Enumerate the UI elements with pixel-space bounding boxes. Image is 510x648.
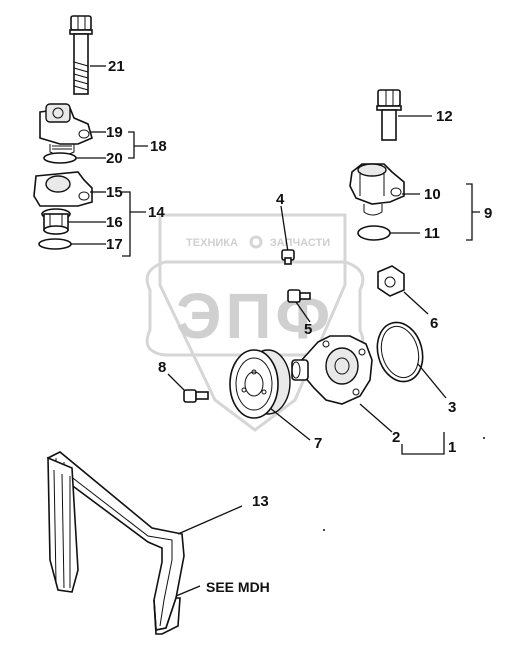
callout-13: 13 bbox=[252, 493, 269, 510]
watermark-gear-icon bbox=[249, 235, 263, 249]
belt-13 bbox=[46, 451, 243, 635]
bracket-14 bbox=[122, 191, 146, 257]
water-pump-2 bbox=[291, 335, 393, 433]
thermostat-16 bbox=[41, 208, 106, 235]
watermark: ТЕХНИКА ЗАПЧАСТИ ЭПФ bbox=[145, 213, 365, 432]
callout-5: 5 bbox=[304, 321, 312, 338]
gasket-3 bbox=[376, 321, 447, 399]
speck bbox=[323, 529, 325, 531]
bracket-1 bbox=[401, 432, 445, 455]
speck bbox=[483, 437, 485, 439]
callout-21: 21 bbox=[108, 58, 125, 75]
housing-10 bbox=[349, 163, 420, 216]
bolt-21 bbox=[69, 15, 106, 95]
see-mdh-note: SEE MDH bbox=[206, 579, 270, 595]
callout-15: 15 bbox=[106, 184, 123, 201]
nut-6 bbox=[377, 265, 429, 315]
callout-19: 19 bbox=[106, 124, 123, 141]
callout-3: 3 bbox=[448, 399, 456, 416]
housing-15 bbox=[33, 171, 106, 207]
bolt-4 bbox=[280, 205, 295, 265]
callout-14: 14 bbox=[148, 204, 165, 221]
callout-18: 18 bbox=[150, 138, 167, 155]
callout-8: 8 bbox=[158, 359, 166, 376]
bolt-5 bbox=[287, 289, 311, 323]
callout-1: 1 bbox=[448, 439, 456, 456]
watermark-shield bbox=[158, 213, 347, 432]
callout-17: 17 bbox=[106, 236, 123, 253]
callout-6: 6 bbox=[430, 315, 438, 332]
o-ring-17 bbox=[38, 238, 106, 250]
callout-7: 7 bbox=[314, 435, 322, 452]
callout-16: 16 bbox=[106, 214, 123, 231]
watermark-small-right: ЗАПЧАСТИ bbox=[270, 237, 330, 249]
watermark-big: ЭПФ bbox=[176, 280, 334, 352]
callout-labels: 1 2 3 4 5 6 7 8 9 10 11 12 13 14 15 16 1… bbox=[106, 58, 492, 595]
callout-10: 10 bbox=[424, 186, 441, 203]
bolt-12 bbox=[376, 89, 432, 141]
thermostat-housing-19 bbox=[39, 103, 106, 156]
pulley-7 bbox=[229, 349, 311, 441]
callout-20: 20 bbox=[106, 150, 123, 167]
watermark-small-left: ТЕХНИКА bbox=[186, 237, 238, 249]
callout-2: 2 bbox=[392, 429, 400, 446]
o-ring-11 bbox=[357, 225, 420, 241]
bracket-18 bbox=[128, 131, 148, 159]
callout-11: 11 bbox=[424, 225, 440, 242]
callout-4: 4 bbox=[276, 191, 285, 208]
bolt-8 bbox=[167, 373, 209, 403]
callout-12: 12 bbox=[436, 108, 453, 125]
watermark-banner bbox=[145, 260, 365, 357]
o-ring-20 bbox=[43, 152, 106, 164]
callout-9: 9 bbox=[484, 205, 492, 222]
bracket-9 bbox=[466, 183, 480, 241]
